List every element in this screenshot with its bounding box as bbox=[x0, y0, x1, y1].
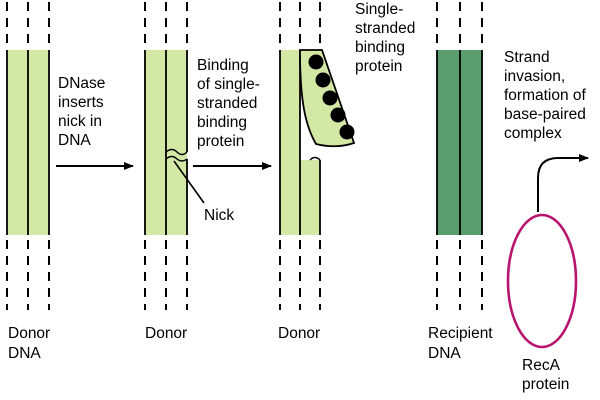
label-line: protein bbox=[522, 376, 569, 393]
step-line: base-paired bbox=[504, 106, 586, 123]
dashed-continuation-bottom bbox=[436, 240, 483, 310]
step-line: of single- bbox=[197, 76, 260, 93]
dashed-continuation-bottom bbox=[279, 240, 321, 310]
dashed-continuation-bottom bbox=[144, 240, 188, 310]
dashed-continuation-bottom bbox=[6, 240, 50, 310]
label-line: DNA bbox=[8, 345, 41, 362]
recipient-dna-label: Recipient DNA bbox=[428, 325, 497, 362]
label-line: Donor bbox=[8, 325, 50, 342]
nick-label: Nick bbox=[204, 207, 234, 224]
dashed-continuation-top bbox=[279, 2, 321, 46]
label-line: DNA bbox=[428, 345, 461, 362]
dashed-continuation-top bbox=[436, 2, 483, 46]
step-line: stranded bbox=[197, 95, 257, 112]
ssb-label: Single- stranded binding protein bbox=[355, 1, 420, 75]
ssb-protein-bead bbox=[330, 107, 346, 123]
ssb-protein-bead bbox=[315, 72, 331, 88]
step-line: Strand bbox=[504, 49, 550, 66]
dashed-continuation-top bbox=[144, 2, 188, 46]
donor-duplex-fill-lower bbox=[300, 160, 320, 235]
dashed-continuation-top bbox=[6, 2, 50, 46]
ssb-protein-bead bbox=[322, 90, 338, 106]
reca-protein-loop bbox=[506, 213, 578, 349]
displaced-single-strand bbox=[299, 49, 356, 148]
binding-step-text: Binding of single- stranded binding prot… bbox=[197, 57, 264, 150]
step-line: Binding bbox=[197, 57, 249, 74]
donor-label-2: Donor bbox=[145, 325, 187, 342]
nick-end-mark bbox=[309, 156, 321, 161]
step-line: nick in bbox=[58, 113, 102, 130]
step-line: complex bbox=[504, 125, 562, 142]
step-line: DNase bbox=[58, 75, 105, 92]
ssb-protein-bead bbox=[308, 54, 324, 70]
donor-dna-duplex-2 bbox=[144, 2, 188, 310]
step-line: protein bbox=[355, 58, 402, 75]
donor-dna-duplex-1 bbox=[6, 2, 50, 310]
step-line: protein bbox=[197, 133, 244, 150]
step-line: invasion, bbox=[504, 68, 565, 85]
donor-dna-label: Donor DNA bbox=[8, 325, 55, 362]
step-line: inserts bbox=[58, 94, 104, 111]
step-line: binding bbox=[355, 39, 405, 56]
recipient-dna-duplex bbox=[436, 2, 483, 310]
dnase-step-text: DNase inserts nick in DNA bbox=[58, 75, 110, 149]
reca-protein-label: RecA protein bbox=[522, 357, 569, 393]
invasion-arrow bbox=[537, 154, 589, 212]
invasion-step-text: Strand invasion, formation of base-paire… bbox=[504, 49, 590, 142]
nick-pointer-line bbox=[173, 160, 205, 204]
ssb-protein-bead bbox=[339, 124, 355, 140]
step-line: Single- bbox=[355, 1, 403, 18]
donor-duplex-fill bbox=[280, 50, 300, 235]
label-line: RecA bbox=[522, 357, 561, 374]
label-line: Recipient bbox=[428, 325, 493, 342]
step-line: binding bbox=[197, 114, 247, 131]
step-line: formation of bbox=[504, 87, 587, 104]
nick-break-mark bbox=[165, 148, 188, 162]
step-line: DNA bbox=[58, 132, 91, 149]
donor-dna-duplex-3 bbox=[279, 2, 356, 310]
step-line: stranded bbox=[355, 20, 415, 37]
donor-label-3: Donor bbox=[278, 325, 320, 342]
